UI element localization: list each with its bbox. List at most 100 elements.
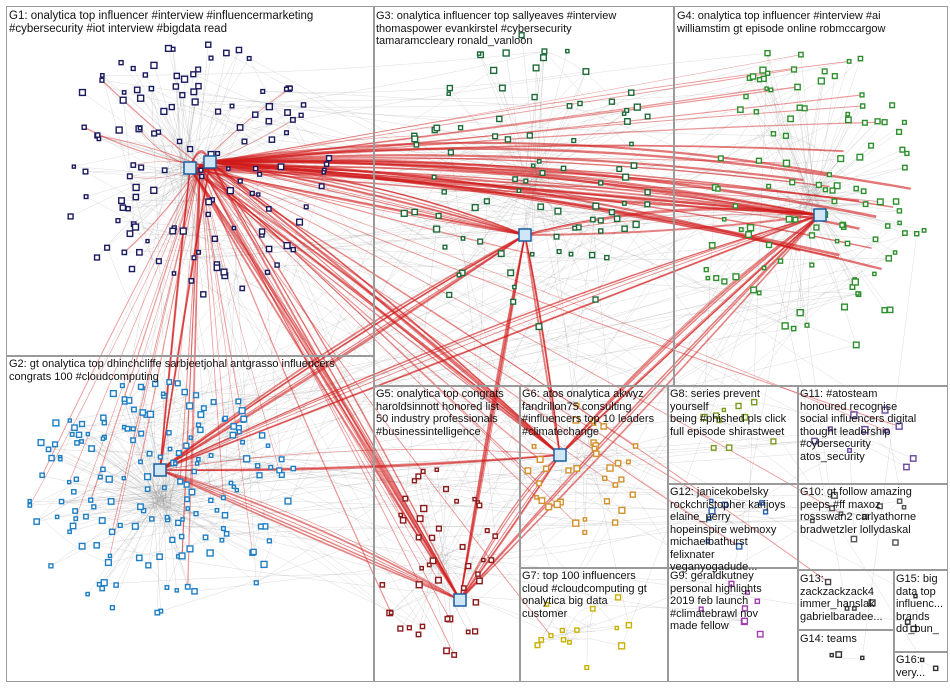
edge bbox=[194, 174, 270, 250]
node bbox=[98, 517, 106, 525]
edge bbox=[440, 552, 469, 567]
edge bbox=[584, 475, 588, 520]
edge bbox=[147, 160, 182, 242]
node bbox=[237, 178, 243, 184]
node bbox=[535, 323, 543, 331]
edge bbox=[74, 421, 234, 428]
edge bbox=[182, 105, 233, 167]
node bbox=[91, 504, 97, 510]
node bbox=[276, 467, 283, 474]
edge bbox=[834, 495, 876, 523]
node bbox=[235, 46, 243, 54]
node bbox=[782, 159, 791, 167]
node bbox=[115, 218, 121, 224]
node bbox=[835, 651, 843, 658]
edge-red bbox=[108, 164, 201, 563]
node bbox=[257, 523, 264, 530]
node bbox=[566, 103, 573, 109]
edge bbox=[448, 562, 479, 575]
edge bbox=[146, 414, 165, 503]
node bbox=[746, 224, 755, 232]
edge bbox=[805, 122, 866, 208]
hub-node bbox=[518, 228, 532, 242]
node bbox=[560, 165, 567, 172]
edge bbox=[117, 175, 195, 221]
node bbox=[155, 129, 162, 135]
edge bbox=[184, 101, 196, 161]
edge bbox=[85, 196, 712, 502]
edge bbox=[468, 111, 757, 567]
edge-red bbox=[159, 234, 526, 471]
node bbox=[411, 478, 418, 484]
node bbox=[541, 48, 548, 55]
node bbox=[781, 322, 789, 330]
node bbox=[169, 227, 177, 235]
edge bbox=[112, 504, 154, 608]
edge bbox=[190, 178, 294, 250]
edge-red bbox=[159, 214, 821, 471]
node bbox=[824, 578, 832, 586]
group-box bbox=[520, 386, 668, 568]
edge bbox=[152, 426, 234, 495]
node bbox=[193, 511, 199, 517]
edge bbox=[135, 167, 188, 198]
node bbox=[530, 163, 536, 169]
edge bbox=[150, 501, 270, 542]
node bbox=[750, 286, 758, 294]
node bbox=[633, 103, 641, 111]
edge bbox=[157, 492, 162, 613]
edge bbox=[737, 401, 755, 423]
node bbox=[901, 164, 908, 171]
edge bbox=[73, 491, 163, 509]
edge bbox=[102, 498, 169, 521]
node bbox=[283, 86, 290, 92]
node bbox=[190, 71, 197, 78]
node bbox=[195, 422, 202, 428]
edge-red bbox=[159, 214, 821, 471]
node bbox=[768, 87, 774, 93]
edge bbox=[165, 494, 179, 557]
edge bbox=[595, 218, 618, 300]
node bbox=[222, 415, 228, 422]
edge-red bbox=[199, 164, 577, 524]
edge-red bbox=[159, 469, 461, 601]
node bbox=[100, 436, 106, 441]
edge-red bbox=[204, 147, 911, 190]
node bbox=[897, 220, 902, 226]
edge-red bbox=[179, 164, 201, 482]
edge bbox=[418, 558, 435, 635]
edge bbox=[732, 523, 740, 547]
node bbox=[476, 51, 482, 56]
edge-red bbox=[181, 164, 201, 556]
edge bbox=[701, 608, 735, 629]
edge bbox=[164, 506, 254, 553]
node bbox=[589, 216, 596, 223]
node bbox=[895, 128, 903, 135]
node bbox=[109, 605, 116, 611]
node bbox=[822, 187, 829, 193]
edge bbox=[539, 471, 586, 484]
edge bbox=[194, 500, 900, 592]
node bbox=[592, 296, 599, 303]
node bbox=[231, 484, 237, 490]
edge bbox=[151, 88, 173, 540]
node bbox=[700, 413, 708, 422]
node bbox=[460, 236, 466, 241]
edge bbox=[436, 546, 463, 561]
edge bbox=[211, 455, 421, 519]
edge-red bbox=[524, 213, 821, 236]
node bbox=[705, 538, 711, 544]
edge bbox=[36, 73, 768, 522]
node bbox=[749, 73, 757, 80]
node bbox=[144, 486, 151, 493]
edge bbox=[108, 417, 745, 563]
edge bbox=[784, 209, 802, 326]
node bbox=[446, 91, 452, 97]
edge bbox=[50, 513, 197, 567]
node bbox=[582, 517, 588, 522]
edge bbox=[166, 497, 224, 509]
node bbox=[67, 213, 74, 220]
edge bbox=[178, 452, 813, 522]
node bbox=[69, 522, 77, 530]
node bbox=[613, 215, 621, 223]
